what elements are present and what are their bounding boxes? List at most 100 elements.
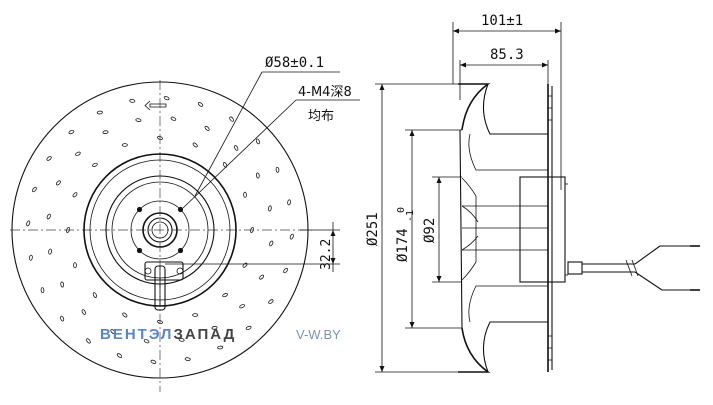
vent-slot <box>163 96 170 101</box>
vent-slot <box>92 292 97 298</box>
dim-inlet-tolerance-lower: -1 <box>405 210 416 222</box>
dimension-offset <box>165 222 340 272</box>
vent-slot <box>32 186 37 193</box>
vent-slot <box>55 180 61 186</box>
leader-hole-circle <box>194 71 263 197</box>
vent-slot <box>245 325 252 330</box>
vent-slot <box>46 213 51 220</box>
vent-slot <box>269 240 274 247</box>
dim-outer-diameter: Ø251 <box>365 212 381 246</box>
power-cable <box>567 245 700 291</box>
vent-slot <box>283 267 288 274</box>
hub-outer <box>142 212 178 248</box>
vent-slot <box>75 151 81 156</box>
tapped-hole <box>177 206 184 213</box>
vent-slot <box>192 313 199 317</box>
dim-total-width: 101±1 <box>481 13 523 29</box>
dimension-total-width <box>452 22 562 190</box>
vent-slot <box>222 293 228 298</box>
vent-slot <box>170 116 177 121</box>
rotation-arrow-icon <box>144 100 167 111</box>
dimension-motor-diameter <box>432 176 462 283</box>
vent-slot <box>178 338 185 342</box>
vent-slot <box>81 309 86 315</box>
vent-slot <box>255 172 260 179</box>
vent-slot <box>234 145 239 151</box>
hub-inner <box>147 217 173 243</box>
vent-slot <box>217 345 224 350</box>
vent-slot <box>184 357 191 361</box>
vent-slot <box>250 227 254 233</box>
vent-slot <box>192 142 198 148</box>
vent-slot <box>46 156 52 161</box>
front-view <box>10 71 360 392</box>
watermark: ВЕНТЭЛЗАПАД V-W.BY <box>100 326 341 343</box>
vent-slot <box>72 192 78 198</box>
vent-slot <box>60 281 65 288</box>
vent-slot <box>40 287 45 294</box>
vent-slot <box>116 353 123 358</box>
vent-slot <box>289 233 294 240</box>
vent-slot <box>259 274 265 280</box>
tapped-hole <box>136 206 143 213</box>
vent-slot <box>255 138 260 145</box>
vent-slot <box>197 102 204 107</box>
dim-offset: 32.2 <box>319 239 334 270</box>
vent-slot <box>110 329 116 335</box>
vent-slot <box>243 191 247 198</box>
dim-inlet-diameter: Ø174 <box>395 228 411 262</box>
vent-slot <box>157 136 163 140</box>
vent-slot <box>211 325 218 330</box>
vent-slot <box>150 359 157 364</box>
vent-slot <box>102 130 109 135</box>
vent-slot <box>204 125 210 131</box>
vent-slot <box>287 199 291 206</box>
bolt-circle <box>130 200 190 260</box>
shaft <box>151 221 169 239</box>
vent-slot <box>68 130 75 135</box>
vent-slot <box>268 205 272 212</box>
watermark-brand-part2: ЗАПАД <box>173 326 236 343</box>
dimension-outer-diameter <box>375 83 470 373</box>
impeller-vent-slots <box>26 96 294 364</box>
vent-slot <box>223 162 228 168</box>
watermark-site: V-W.BY <box>296 327 341 342</box>
vent-slot <box>157 320 163 324</box>
vent-slot <box>122 312 128 318</box>
watermark-brand: ВЕНТЭЛЗАПАД <box>100 326 236 343</box>
cable-gland <box>144 261 184 311</box>
vent-slot <box>48 248 52 255</box>
vent-slot <box>86 338 91 344</box>
vent-slot <box>135 118 142 122</box>
tapped-holes <box>136 206 184 254</box>
vent-slot <box>73 262 77 269</box>
tapped-hole <box>136 247 143 254</box>
leader-tapped-holes <box>182 99 297 209</box>
vent-slot <box>229 116 234 122</box>
side-view <box>375 22 700 373</box>
tapped-hole <box>177 247 184 254</box>
vent-slot <box>268 299 274 304</box>
watermark-brand-part1: ВЕНТЭЛ <box>100 326 173 343</box>
vent-slot <box>60 315 65 322</box>
dimension-inlet-diameter <box>405 129 462 329</box>
vent-slot <box>92 162 98 167</box>
vent-slot <box>143 339 150 344</box>
dim-tapped-holes: 4-M4深8 <box>298 85 352 100</box>
impeller-side-outline <box>458 83 568 373</box>
dim-inlet-tolerance-upper: 0 <box>396 207 407 213</box>
vent-slot <box>242 262 248 268</box>
vent-slot <box>26 220 31 227</box>
dim-motor-diameter: Ø92 <box>422 218 438 243</box>
dim-inner-width: 85.3 <box>490 47 524 63</box>
vent-slot <box>129 99 136 103</box>
vent-slot <box>275 166 280 173</box>
dim-hole-circle: Ø58±0.1 <box>265 55 324 71</box>
vent-slot <box>29 254 33 261</box>
vent-slot <box>66 227 70 233</box>
vent-slot <box>96 110 103 115</box>
dim-tapped-holes-distribution: 均布 <box>308 109 334 124</box>
dimension-inner-width <box>459 60 549 100</box>
vent-slot <box>121 143 128 147</box>
